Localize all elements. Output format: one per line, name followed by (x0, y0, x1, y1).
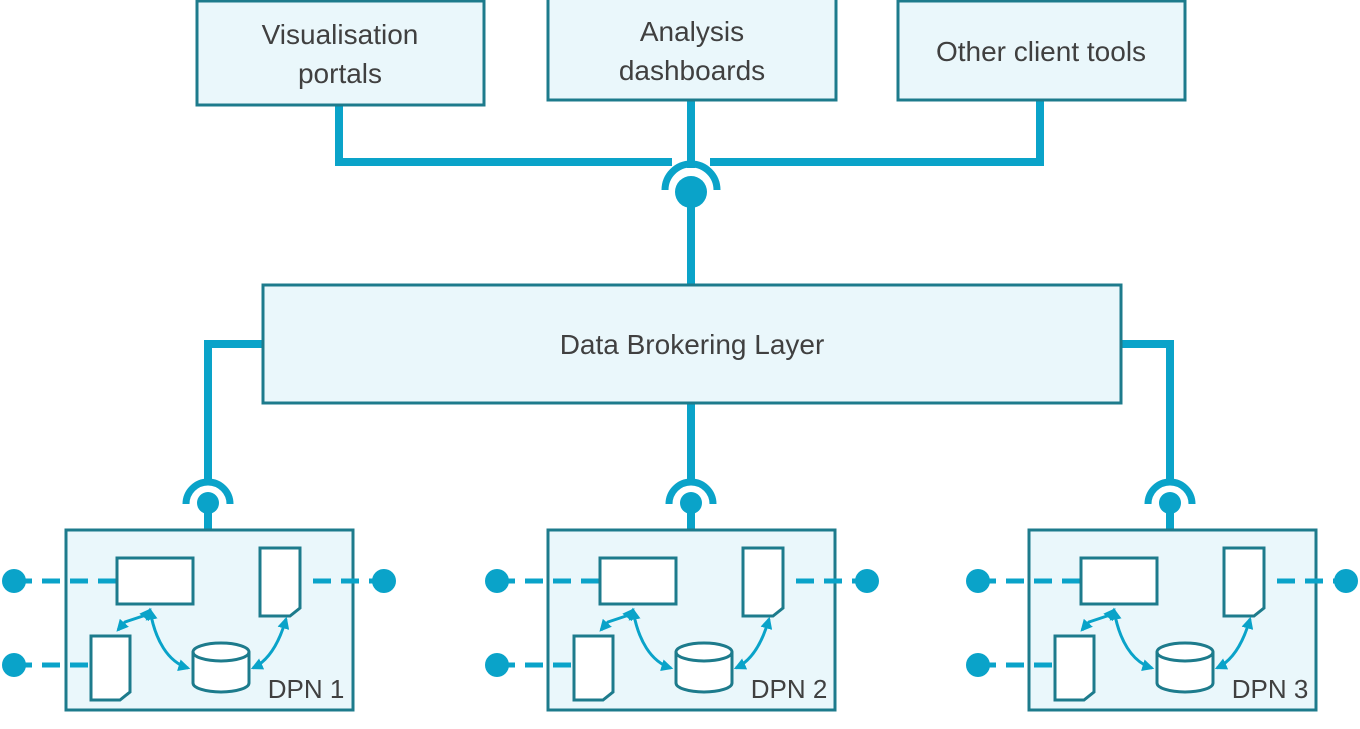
document-icon (1222, 546, 1266, 618)
broker-box (261, 283, 1123, 405)
arrow-database-document (1214, 616, 1254, 670)
external-endpoint (2, 569, 26, 593)
arrow-database-document (733, 616, 773, 670)
client-tool-visualisation: Visualisation portals (195, 0, 486, 107)
dpn-node-1: DPN 1 (2, 528, 396, 712)
document-icon (1053, 634, 1096, 702)
database-icon (674, 641, 734, 694)
arrow-service-database (145, 607, 191, 671)
external-endpoint (2, 653, 26, 677)
broker-label: Data Brokering Layer (560, 329, 825, 360)
socket-ball (197, 492, 219, 514)
interface-socket-dpn2 (665, 478, 717, 530)
socket-arc (182, 478, 234, 505)
database-icon (191, 641, 251, 694)
socket-arc (665, 478, 717, 505)
socket-ball (675, 176, 707, 208)
service-component (598, 556, 678, 606)
service-component (1079, 556, 1159, 606)
interface-socket-top (661, 160, 721, 285)
arrow-service-database (628, 607, 674, 671)
document-icon (89, 634, 132, 702)
external-endpoint (485, 569, 509, 593)
arrow-service-database (1109, 607, 1155, 671)
dpn-label: DPN 3 (1232, 674, 1309, 704)
connector-visualisation (335, 105, 672, 166)
client-tool-label-line2: portals (298, 58, 382, 89)
interface-socket-dpn1 (182, 478, 234, 530)
dpn-node-3: DPN 3 (966, 528, 1358, 712)
external-endpoint (1334, 569, 1358, 593)
database-icon (1155, 641, 1215, 694)
dpn-label: DPN 2 (751, 674, 828, 704)
client-tool-other: Other client tools (896, 0, 1187, 102)
client-tool-label-line1: Visualisation (262, 19, 419, 50)
connector-broker-dpn1 (204, 340, 264, 480)
data-brokering-layer: Data Brokering Layer (261, 283, 1123, 405)
client-tool-box (896, 0, 1187, 102)
dpn-node-2: DPN 2 (485, 528, 879, 712)
client-tool-label-line2: dashboards (619, 55, 765, 86)
client-tool-box (546, 0, 838, 102)
client-tool-box (195, 0, 486, 107)
external-endpoint (966, 653, 990, 677)
socket-arc (661, 160, 721, 191)
service-component (115, 556, 195, 606)
connector-broker-dpn3 (1122, 340, 1174, 480)
external-endpoint (855, 569, 879, 593)
socket-arc (1144, 478, 1196, 505)
client-tool-label-line1: Other client tools (936, 36, 1146, 67)
external-endpoint (966, 569, 990, 593)
dpn-label: DPN 1 (268, 674, 345, 704)
client-connectors (335, 100, 1044, 168)
arrow-database-document (250, 616, 290, 670)
client-tool-analysis: Analysis dashboards (546, 0, 838, 102)
document-icon (741, 546, 785, 618)
socket-ball (680, 492, 702, 514)
external-endpoint (372, 569, 396, 593)
client-tool-label-line1: Analysis (640, 16, 744, 47)
interface-socket-dpn3 (1144, 478, 1196, 530)
document-icon (258, 546, 302, 618)
dpn-sockets (182, 478, 1196, 530)
external-endpoint (485, 653, 509, 677)
socket-ball (1159, 492, 1181, 514)
connector-other-tools (710, 100, 1044, 166)
broker-connectors (204, 340, 1174, 480)
document-icon (572, 634, 615, 702)
